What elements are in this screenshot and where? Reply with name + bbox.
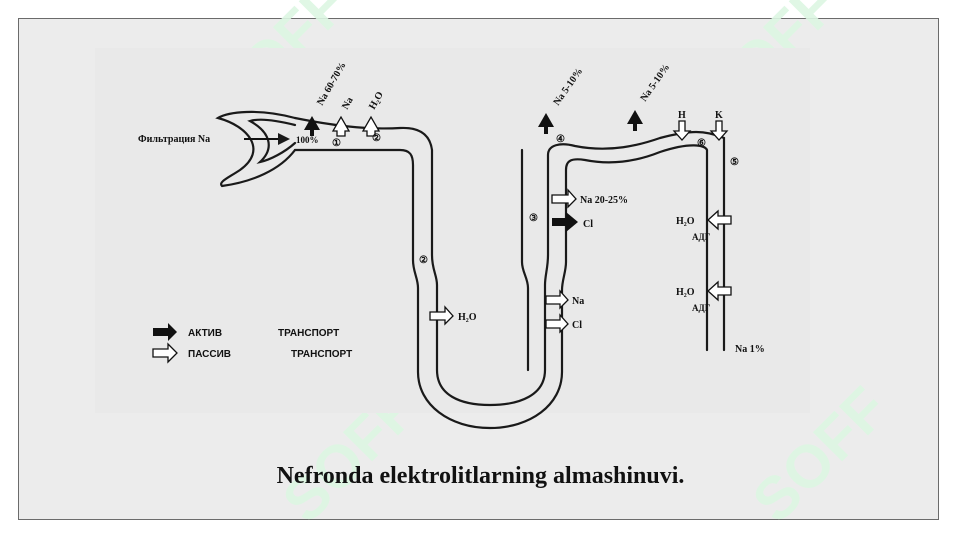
- filtration-pct: 100%: [296, 135, 319, 145]
- cl-active-label: Cl: [583, 219, 593, 230]
- segment-number: ⑥: [697, 138, 706, 149]
- adh-label-1: АДГ: [692, 232, 711, 242]
- filtration-label: Фильтрация Na: [138, 134, 210, 145]
- segment-number: ③: [529, 213, 538, 224]
- na-20-25-label: Na 20-25%: [580, 195, 628, 206]
- k-ion-label: K: [715, 110, 723, 121]
- proximal-tubule-outer: [293, 116, 726, 407]
- h2o-collect-label-1: H₂O: [676, 216, 695, 227]
- bowman-capsule: [215, 110, 297, 188]
- legend-active-type: АКТИВ: [188, 328, 222, 339]
- na-5-10-label-a: Na 5-10%: [551, 66, 585, 108]
- ascending-limb-outer: [520, 148, 530, 372]
- passive-arrow-icon: [152, 115, 732, 364]
- figure-caption: Nefronda elektrolitlarning almashinuvi.: [276, 463, 685, 489]
- na-asc-label: Na: [572, 296, 584, 307]
- proximal-tubule-inner: [293, 144, 709, 430]
- h-ion-label: H: [678, 110, 686, 121]
- adh-label-2: АДГ: [692, 303, 711, 313]
- nephron-figure: [95, 48, 810, 413]
- h2o-collect-label-2: H₂O: [676, 287, 695, 298]
- na-passive-label: Na: [340, 95, 356, 111]
- na-5-10-label-b: Na 5-10%: [638, 62, 672, 104]
- active-arrow-icon: [304, 110, 643, 232]
- bowman-capsule-inner: [247, 118, 297, 164]
- segment-number: ②: [419, 255, 428, 266]
- legend-active-word: ТРАНСПОРТ: [278, 328, 339, 339]
- h2o-desc-label: H₂O: [458, 312, 477, 323]
- segment-number: ②: [372, 133, 381, 144]
- segment-number: ④: [556, 134, 565, 145]
- segment-number: ①: [332, 138, 341, 149]
- active-arrow-icon: [153, 323, 177, 341]
- segment-number: ⑤: [730, 157, 739, 168]
- legend-passive-word: ТРАНСПОРТ: [291, 349, 352, 360]
- legend-passive-type: ПАССИВ: [188, 349, 231, 360]
- h2o-top-label: H₂O: [367, 90, 386, 112]
- cl-asc-label: Cl: [572, 320, 582, 331]
- na-1pct-label: Na 1%: [735, 344, 765, 355]
